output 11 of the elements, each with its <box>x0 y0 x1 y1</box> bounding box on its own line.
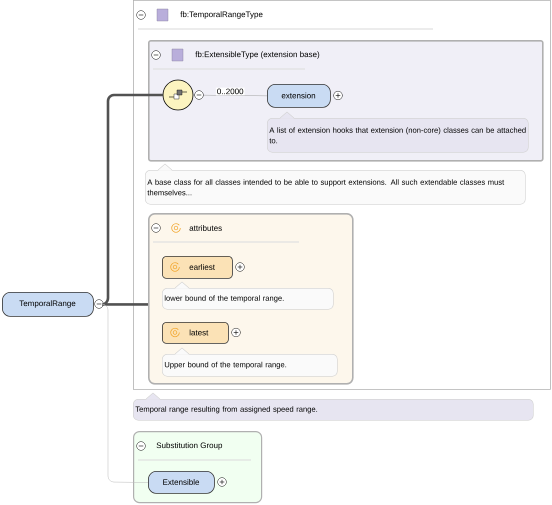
connector <box>193 94 268 96</box>
connector <box>102 304 148 483</box>
element-box: Extensible <box>148 471 215 494</box>
sequence-symbol <box>162 80 194 110</box>
edge-label: 0..2000 <box>216 88 245 96</box>
attribute-box: latest <box>162 322 229 344</box>
attribute-box: earliest <box>162 256 233 279</box>
connector <box>104 303 148 306</box>
connector <box>100 94 163 306</box>
element-box: TemporalRange <box>2 292 94 317</box>
element-box: extension <box>267 84 331 108</box>
